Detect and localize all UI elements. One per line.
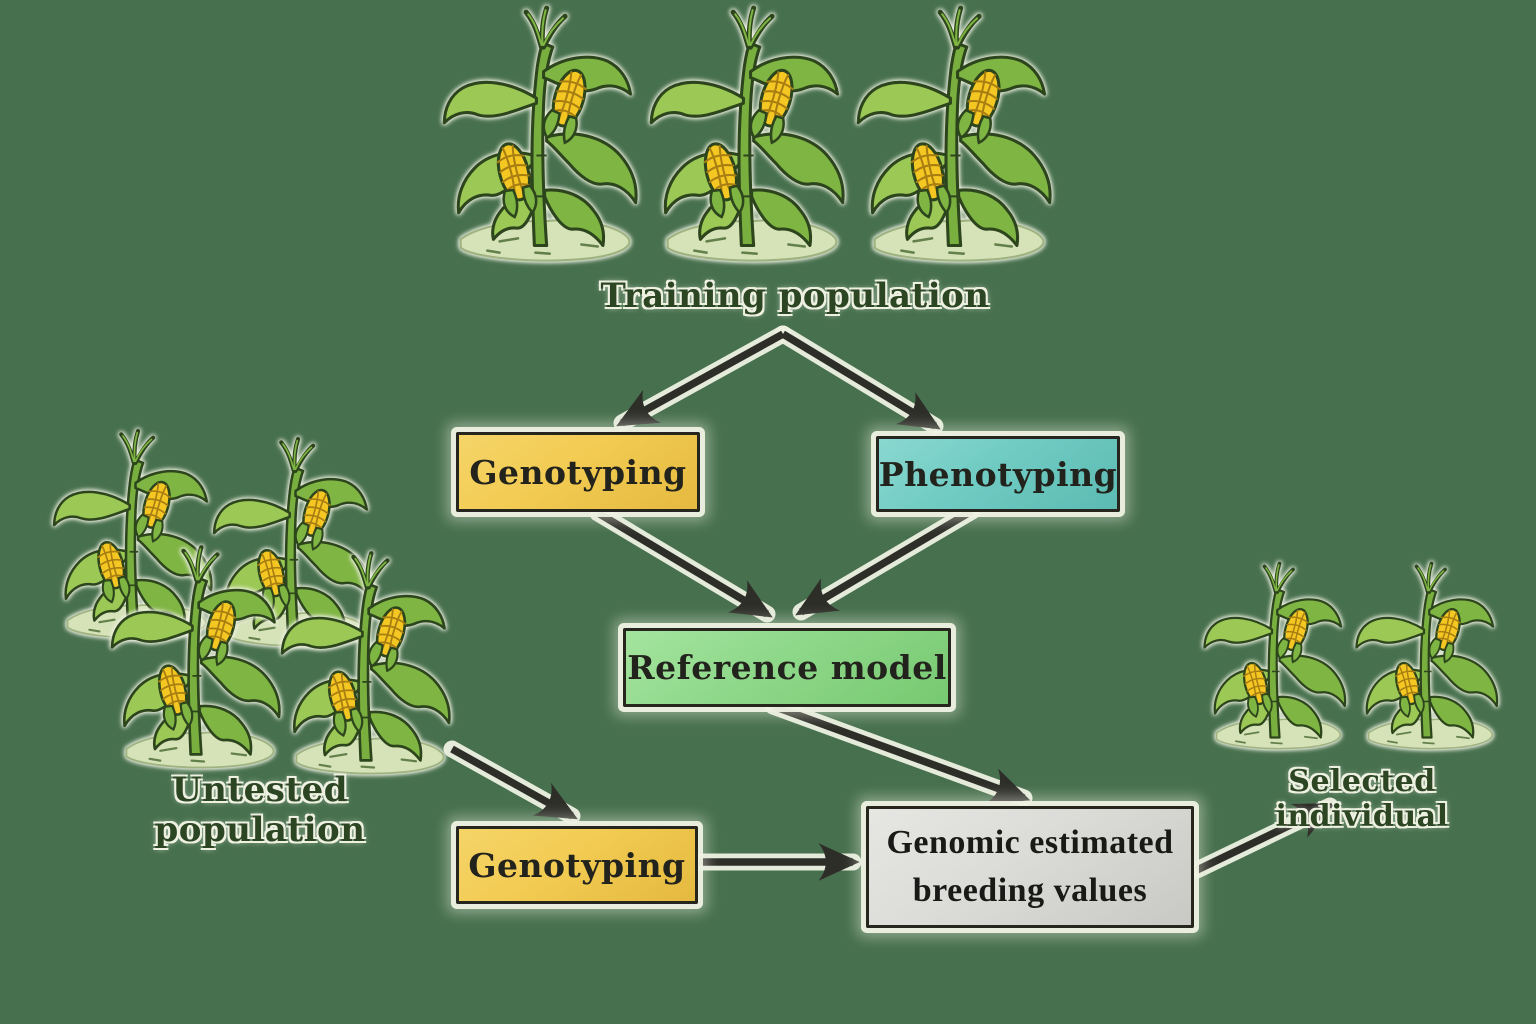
- genotyping-box-bottom: Genotyping: [456, 826, 698, 904]
- selected-individual-label: Selected individual: [1275, 764, 1449, 834]
- arrow-training-to-phenotyping: [781, 330, 941, 430]
- training-population-label: Training population: [600, 276, 990, 316]
- gebv-box: Genomic estimated breeding values: [866, 806, 1194, 928]
- selected-individual-plants: [1200, 546, 1502, 754]
- arrow-phenotyping-to-reference: [795, 507, 974, 616]
- corn-plant: [1352, 546, 1502, 754]
- gebv-box-line1: Genomic estimated: [886, 823, 1174, 861]
- untested-population-label: Untested population: [154, 770, 366, 850]
- reference-model-box: Reference model: [623, 628, 951, 707]
- genotyping-box-top-label: Genotyping: [469, 452, 687, 492]
- gebv-box-line2: breeding values: [912, 872, 1148, 909]
- corn-plant: [1200, 546, 1350, 754]
- arrow-halos: [443, 325, 1339, 879]
- arrow-untested-to-genotyping: [450, 745, 578, 820]
- untested-population-plants: [36, 424, 466, 780]
- corn-plant: [438, 2, 643, 268]
- arrow-genotyping-to-reference: [596, 509, 773, 618]
- phenotyping-box: Phenotyping: [876, 436, 1120, 512]
- arrow-training-to-genotyping: [616, 330, 785, 427]
- training-population-plants: [438, 2, 1057, 268]
- arrow-reference-to-gebv: [771, 702, 1031, 804]
- phenotyping-box-label: Phenotyping: [878, 454, 1118, 494]
- corn-plant: [852, 2, 1057, 268]
- corn-plant: [645, 2, 850, 268]
- corn-plant: [266, 548, 466, 780]
- reference-model-box-label: Reference model: [627, 648, 947, 687]
- genotyping-box-bottom-label: Genotyping: [468, 845, 686, 885]
- genotyping-box-top: Genotyping: [456, 432, 700, 512]
